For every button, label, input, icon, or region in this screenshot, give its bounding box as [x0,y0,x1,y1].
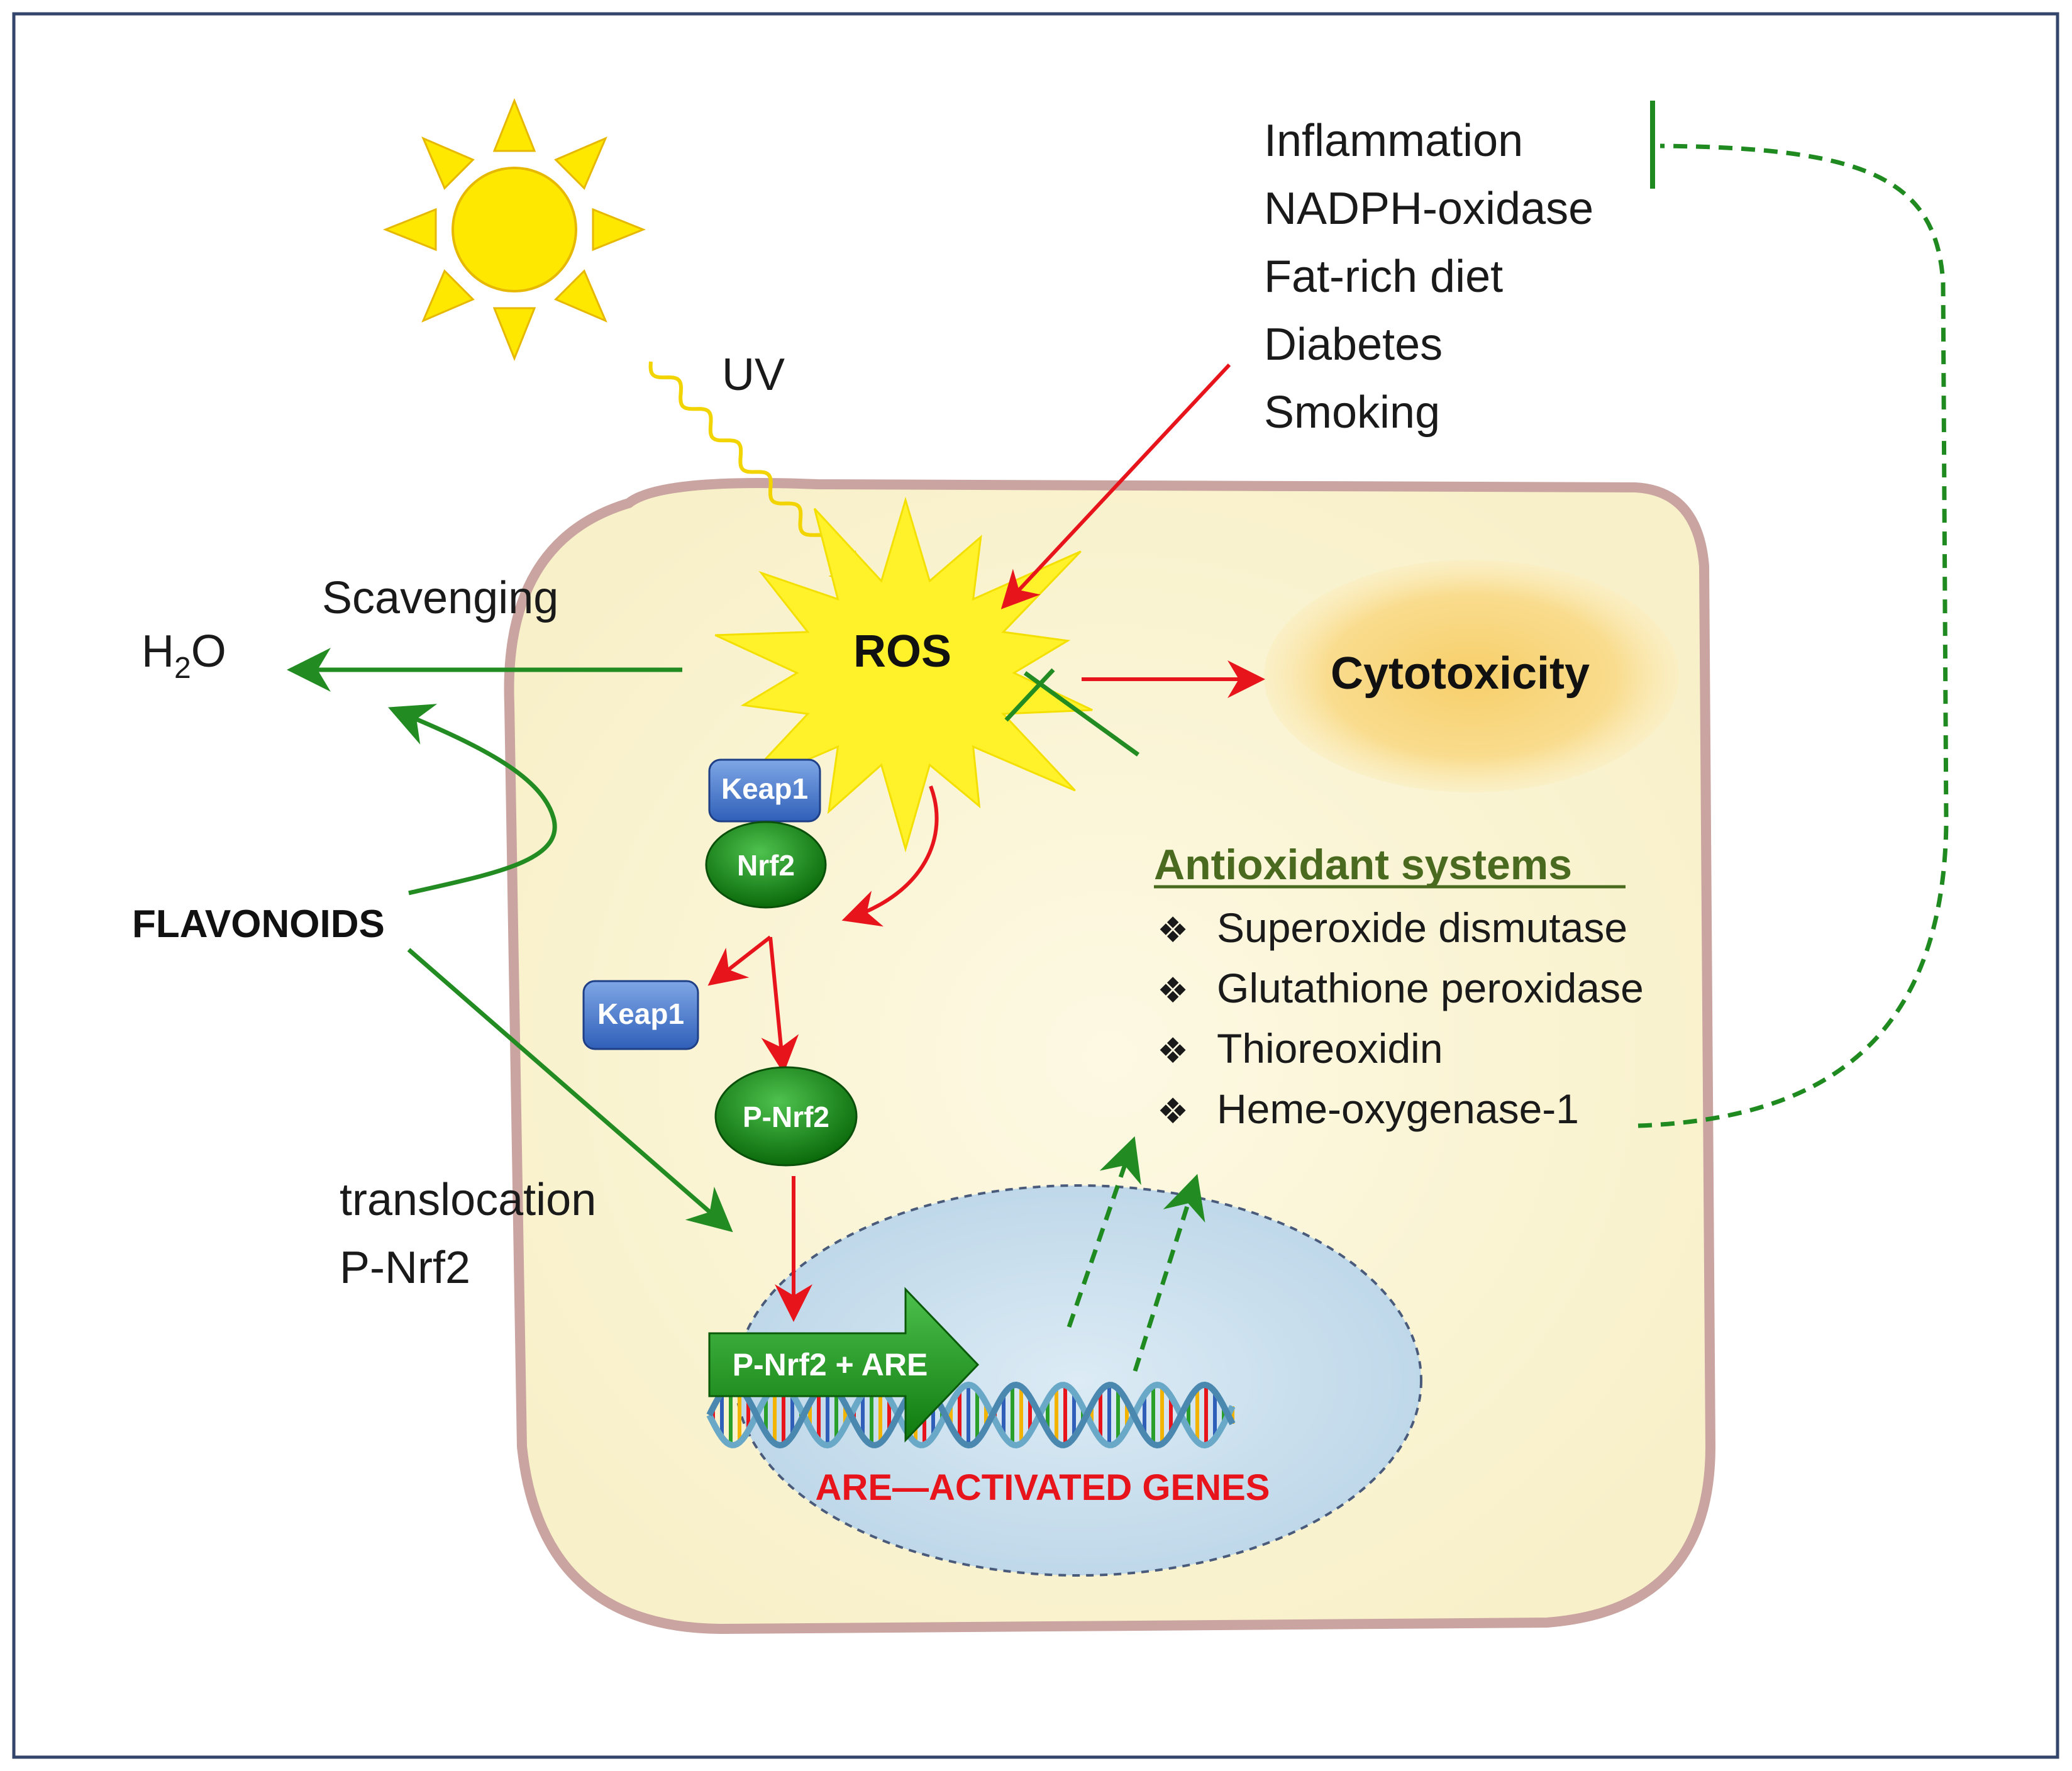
gene-expression-arrow-1 [1066,1136,1141,1328]
scavenging-label: Scavenging [322,573,558,623]
keap1-free-pill [582,980,699,1050]
translocation-label-line1: translocation [340,1175,596,1225]
sun-ray [554,136,607,190]
antioxidant-title: Antioxidant systems [1154,841,1572,889]
complex-block-label: P-Nrf2 + ARE [733,1347,928,1382]
sun-ray [554,269,607,323]
water-h: H [141,626,174,677]
red-arrows [707,363,1265,1322]
sun-ray [421,136,475,190]
sun-ray [492,307,536,362]
dna-helix [706,1381,1236,1449]
dashed-arrows [1066,143,1949,1372]
flavonoid-translocation-arrow [407,948,733,1233]
sun-ray [382,208,437,252]
water-label: H2O [141,626,226,685]
water-o: O [191,626,226,677]
complex-block-arrow [708,1287,980,1443]
antioxidant-item: Superoxide dismutase [1217,904,1627,951]
ros-to-complex-arrow [841,785,939,927]
cytotoxicity-glow [1264,560,1679,792]
antioxidant-bullet: ❖ [1157,1031,1188,1070]
are-genes-label: ARE—ACTIVATED GENES [816,1467,1270,1508]
antioxidant-inhibition-line [1023,671,1140,757]
trigger-list: Inflammation NADPH-oxidase Fat-rich diet… [1264,116,1593,438]
nrf2-bound-pill [705,821,827,909]
gene-expression-arrow-2 [1133,1174,1205,1372]
trigger-item: Inflammation [1264,116,1523,166]
green-arrows [287,648,1140,1233]
antioxidant-item: Glutathione peroxidase [1217,965,1644,1011]
trigger-item: Diabetes [1264,319,1443,370]
release-pnrf2-arrow [761,936,799,1074]
trigger-item: NADPH-oxidase [1264,184,1593,234]
antioxidant-item: Heme-oxygenase-1 [1217,1085,1579,1132]
antioxidant-bullet: ❖ [1157,970,1188,1010]
uv-label: UV [722,350,785,400]
antioxidant-item: Thioreoxidin [1217,1025,1443,1072]
sun-ray [592,208,646,252]
keap1-nrf2-complex: Keap1 Nrf2 [705,758,827,909]
release-keap1-arrow [707,935,772,986]
flavonoids-label: FLAVONOIDS [132,902,385,946]
translocation-label-line2: P-Nrf2 [340,1243,470,1293]
ros-label: ROS [853,626,951,677]
trigger-to-ros-arrow [1000,363,1231,609]
antioxidant-bullet: ❖ [1157,910,1188,950]
trigger-item: Fat-rich diet [1264,252,1503,302]
water-subscript: 2 [174,652,191,685]
sun-icon [382,97,646,362]
antioxidant-inhibition-bar [1004,668,1055,722]
antioxidant-bullet: ❖ [1157,1091,1188,1131]
trigger-item: Smoking [1264,387,1440,438]
feedback-inhibition-loop [1637,143,1949,1128]
cytotoxicity-label: Cytotoxicity [1331,648,1590,699]
nrf2-bound-label: Nrf2 [737,849,795,882]
keap1-free-label: Keap1 [597,997,684,1030]
p-nrf2-pill [714,1066,858,1167]
antioxidant-systems: Antioxidant systems ❖ Superoxide dismuta… [1154,841,1644,1132]
keap1-bound-label: Keap1 [721,772,808,805]
sun-ray [492,97,536,152]
p-nrf2-label: P-Nrf2 [743,1101,829,1133]
sun-ray [421,269,475,323]
flavonoid-scavenging-arrow [388,704,557,896]
